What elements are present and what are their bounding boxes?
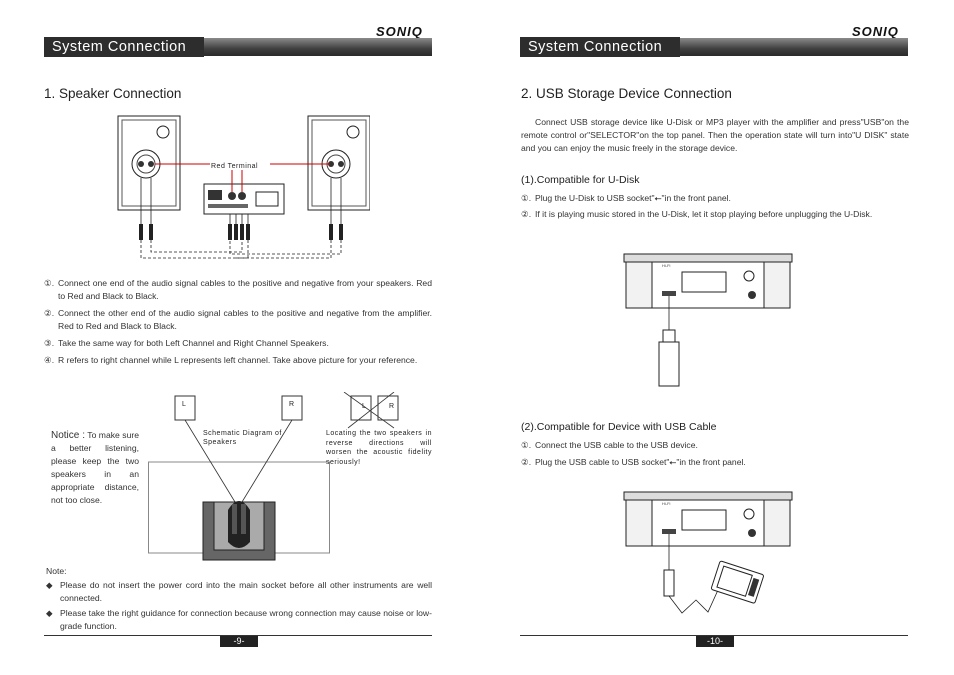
u-disk-connection-diagram: Hi-Fi <box>623 253 793 387</box>
steps-list: ①.Connect one end of the audio signal ca… <box>44 277 432 367</box>
notice-text: To make sure a better listening, please … <box>51 430 139 505</box>
diamond-bullet-icon: ◆ <box>46 608 53 618</box>
schematic-label: Schematic Diagram of Speakers <box>203 430 282 446</box>
note-item: ◆Please do not insert the power cord int… <box>46 580 432 603</box>
sub2-title: (2).Compatible for Device with USB Cable <box>521 421 717 433</box>
page-number: -10- <box>696 636 734 647</box>
red-terminal-label: Red Terminal <box>210 163 260 170</box>
sub2-item: ②.Plug the USB cable to USB socket"⭠"in … <box>521 457 746 467</box>
sub1-item: ②.If it is playing music stored in the U… <box>521 209 873 219</box>
banner-title: System Connection <box>520 37 680 57</box>
usb-cable-connection-diagram: Hi-Fi <box>623 491 793 614</box>
step-item: ③.Take the same way for both Left Channe… <box>44 338 329 348</box>
footer-divider <box>44 635 432 636</box>
note-title: Note: <box>46 566 67 576</box>
usb-icon: ⭠ <box>669 457 677 467</box>
page-number: -9- <box>220 636 258 647</box>
amplifier-front-icon: Hi-Fi <box>623 253 793 309</box>
amplifier-front-icon: Hi-Fi <box>623 491 793 547</box>
listener-icon <box>202 501 276 561</box>
diamond-bullet-icon: ◆ <box>46 580 53 590</box>
reverse-r-label: L <box>362 403 367 410</box>
left-channel-label: L <box>182 401 187 408</box>
right-speaker-icon <box>307 115 370 211</box>
notice-title: Notice : <box>51 430 85 441</box>
section-title: 2. USB Storage Device Connection <box>521 86 732 101</box>
sub1-item: ①.Plug the U-Disk to USB socket"⭠"in the… <box>521 193 731 203</box>
step-item: ②.Connect the other end of the audio sig… <box>44 308 432 331</box>
mp3-player-icon <box>710 560 764 604</box>
note-item: ◆Please take the right guidance for conn… <box>46 608 432 631</box>
warning-text: Locating the two speakers in reverse dir… <box>326 430 432 466</box>
usb-icon: ⭠ <box>654 193 662 203</box>
brand-logo: SONIQ <box>852 24 899 39</box>
sub1-title: (1).Compatible for U-Disk <box>521 174 640 186</box>
right-channel-label: R <box>289 401 295 408</box>
speaker-connection-diagram <box>117 115 370 259</box>
reverse-l-label: R <box>389 403 395 410</box>
amplifier-back-icon <box>203 183 285 215</box>
step-item: ④.R refers to right channel while L repr… <box>44 355 418 365</box>
u-disk-icon <box>658 329 680 387</box>
sub2-list: ①.Connect the USB cable to the USB devic… <box>521 439 909 469</box>
svg-text:Hi-Fi: Hi-Fi <box>662 263 671 268</box>
section-title: 1. Speaker Connection <box>44 86 182 101</box>
speaker-placement-diagram <box>148 392 399 561</box>
footer-divider <box>520 635 908 636</box>
intro-paragraph: Connect USB storage device like U-Disk o… <box>521 117 909 153</box>
step-item: ①.Connect one end of the audio signal ca… <box>44 278 432 301</box>
svg-text:Hi-Fi: Hi-Fi <box>662 501 671 506</box>
sub1-list: ①.Plug the U-Disk to USB socket"⭠"in the… <box>521 192 909 221</box>
banner-title: System Connection <box>44 37 204 57</box>
brand-logo: SONIQ <box>376 24 423 39</box>
sub2-item: ①.Connect the USB cable to the USB devic… <box>521 440 698 450</box>
notes-list: ◆Please do not insert the power cord int… <box>46 579 432 633</box>
left-speaker-icon <box>117 115 181 211</box>
notice-block: Notice : To make sure a better listening… <box>51 429 139 507</box>
